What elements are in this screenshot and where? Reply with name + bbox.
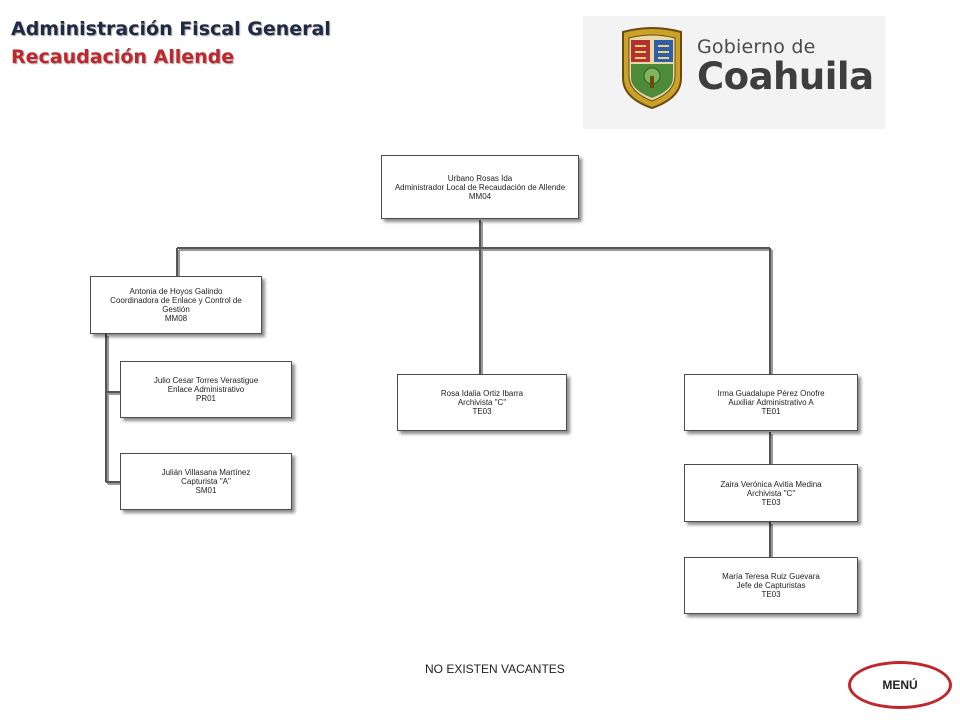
org-node-enlace-administrativo: Julio Cesar Torres Verastigue Enlace Adm… [120,361,292,418]
node-name: Urbano Rosas Ida [447,173,513,183]
logo-line-2: Coahuila [697,55,874,98]
org-node-capturista: Julián Villasana Martínez Capturista "A"… [120,453,292,510]
node-code: MM08 [164,314,188,323]
coahuila-seal-icon [622,27,682,110]
menu-button-label: MENÚ [882,678,918,692]
node-code: PR01 [195,394,216,403]
node-code: TE03 [761,590,781,599]
org-node-archivista-right: Zaira Verónica Avitia Medina Archivista … [684,464,858,522]
node-role: Archivista "C" [746,488,796,498]
org-node-administrador: Urbano Rosas Ida Administrador Local de … [381,155,579,219]
node-role: Auxiliar Administrativo A [728,398,814,407]
node-role: Jefe de Capturistas [736,581,806,590]
org-node-archivista-center: Rosa Idalia Ortiz Ibarra Archivista "C" … [397,374,567,431]
node-code: TE01 [761,407,781,416]
node-role: Administrador Local de Recaudación de Al… [394,182,566,192]
page-title: Administración Fiscal General [11,18,331,40]
government-logo: Gobierno de Coahuila [583,16,885,129]
node-name: Rosa Idalia Ortiz Ibarra [440,389,524,398]
node-name: Irma Guadalupe Pérez Onofre [717,389,825,398]
org-node-auxiliar-administrativo: Irma Guadalupe Pérez Onofre Auxiliar Adm… [684,374,858,431]
node-name: María Teresa Ruiz Guevara [722,572,820,581]
org-node-coordinadora: Antonia de Hoyos Galindo Coordinadora de… [90,276,262,334]
node-name: Julián Villasana Martínez [161,468,251,477]
node-role: Capturista "A" [181,477,231,486]
node-name: Antonia de Hoyos Galindo [129,287,223,296]
org-node-jefe-capturistas: María Teresa Ruiz Guevara Jefe de Captur… [684,557,858,614]
node-code: TE03 [761,497,781,507]
node-role: Enlace Administrativo [167,385,245,394]
node-code: TE03 [472,407,492,416]
node-name: Julio Cesar Torres Verastigue [153,376,259,385]
vacancies-note: NO EXISTEN VACANTES [425,662,565,676]
node-code: MM04 [468,191,492,201]
node-role: Coordinadora de Enlace y Control de Gest… [110,296,242,314]
node-code: SM01 [195,486,217,495]
node-role: Archivista "C" [457,398,507,407]
logo-line-1: Gobierno de [697,36,816,58]
page-subtitle: Recaudación Allende [11,46,235,68]
node-name: Zaira Verónica Avitia Medina [720,479,822,489]
menu-button[interactable]: MENÚ [848,661,952,709]
